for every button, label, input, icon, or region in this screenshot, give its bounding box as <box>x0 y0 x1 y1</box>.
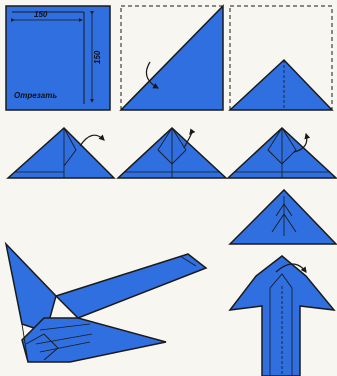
step-5-fold-side <box>118 128 226 178</box>
step-8-airplane-body <box>230 256 334 376</box>
step-9-finished-airplane <box>6 244 206 362</box>
step-3-triangle <box>230 6 332 110</box>
fold-arrow <box>80 135 104 146</box>
step-6-fold-side <box>228 128 336 178</box>
step-2-diagonal-fold <box>121 6 223 110</box>
dimension-top-label: 150 <box>34 10 48 19</box>
cut-label: Отрезать <box>14 91 57 100</box>
dimension-side-label: 150 <box>93 50 102 64</box>
step-1-square-sheet: 150 150 Отрезать <box>6 6 110 110</box>
step-7-folded-triangle <box>230 190 336 244</box>
step-4-fold-side <box>8 128 114 178</box>
